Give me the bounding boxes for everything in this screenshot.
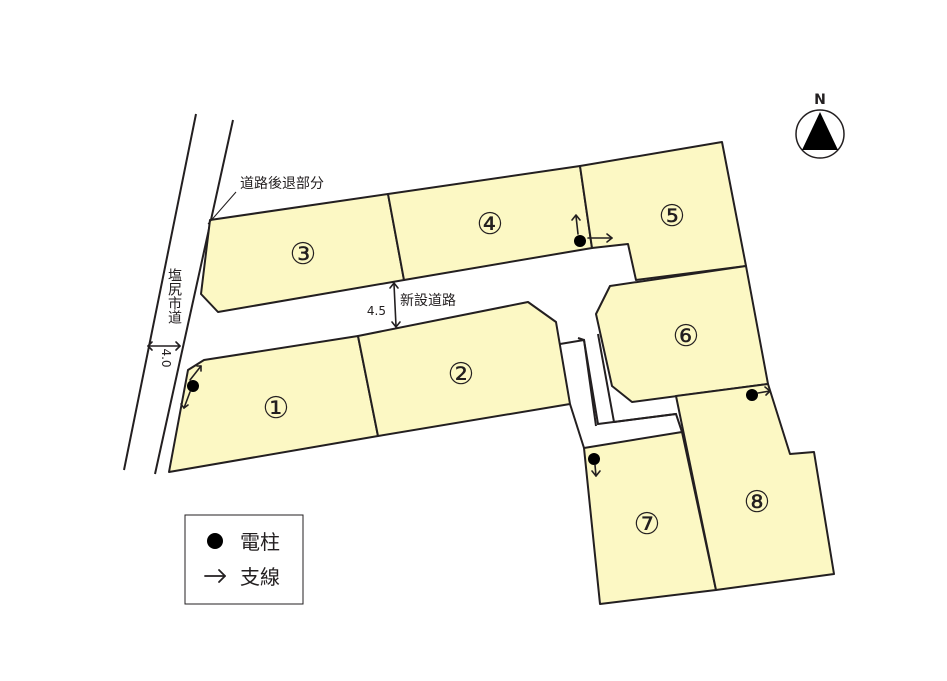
lot-number: ⑤	[659, 199, 686, 234]
lot-number: ③	[290, 237, 317, 272]
city-road-name: 塩尻市道	[166, 268, 182, 325]
lot-2[interactable]: ②	[357, 301, 571, 437]
new-road-name: 新設道路	[400, 293, 456, 309]
pole-marker	[746, 389, 758, 401]
setback-label: 道路後退部分	[240, 176, 324, 192]
lot-number: ⑥	[673, 319, 700, 354]
lot-3[interactable]: ③	[200, 193, 405, 313]
lot-8[interactable]: ⑧	[675, 383, 835, 591]
legend: 電柱 支線	[184, 514, 304, 605]
lot-7[interactable]: ⑦	[583, 431, 717, 605]
north-arrow: N	[795, 92, 845, 159]
north-label: N	[814, 92, 826, 108]
pole-marker	[187, 380, 199, 392]
lot-number: ①	[263, 391, 290, 426]
new-road-width: 4.5	[367, 304, 386, 318]
lot-1[interactable]: ①	[168, 335, 379, 473]
pole-marker	[574, 235, 586, 247]
legend-pole-label: 電柱	[240, 530, 280, 554]
pole-legend-icon	[207, 533, 223, 549]
lot-5[interactable]: ⑤	[579, 141, 747, 281]
city-road	[123, 113, 234, 475]
north-triangle-icon	[802, 112, 838, 150]
pole-marker	[588, 453, 600, 465]
new-road-label: 4.5 新設道路	[367, 282, 456, 328]
lot-number: ⑦	[634, 507, 661, 542]
setback-callout: 道路後退部分	[207, 176, 324, 225]
lot-4[interactable]: ④	[387, 165, 593, 281]
legend-box	[184, 514, 304, 605]
city-road-width: 4.0	[159, 348, 173, 367]
city-road-label: 塩尻市道 4.0	[147, 268, 182, 368]
access-lanes	[559, 333, 683, 449]
lot-number: ②	[448, 357, 475, 392]
legend-guy-wire-label: 支線	[240, 565, 280, 589]
lot-number: ⑧	[744, 485, 771, 520]
lot-number: ④	[477, 207, 504, 242]
utility-markers	[180, 214, 771, 477]
lot-6[interactable]: ⑥	[595, 265, 769, 403]
